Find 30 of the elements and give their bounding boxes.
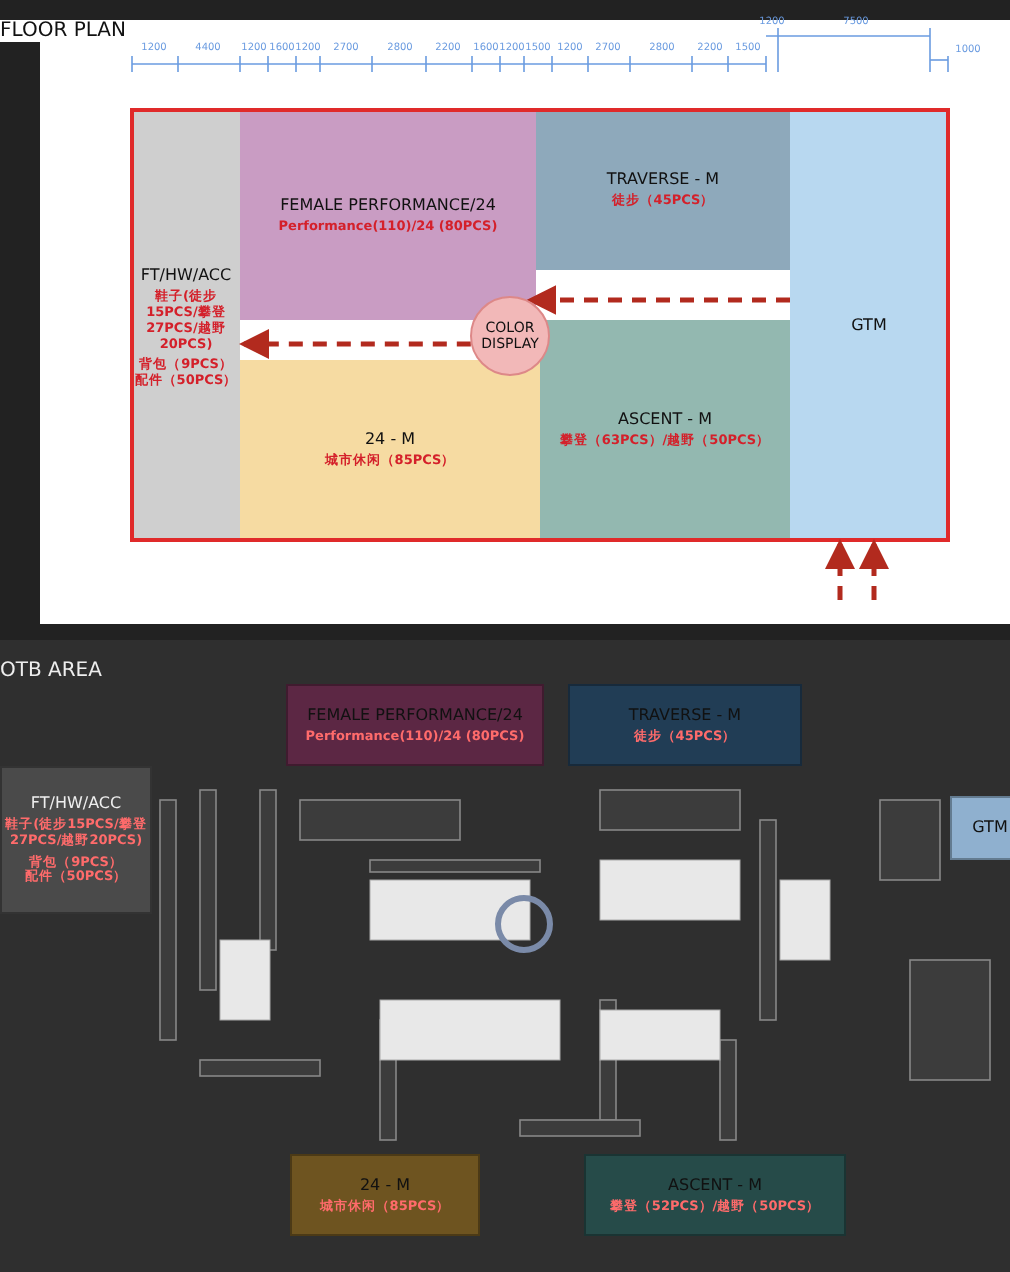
- zone-area: [132, 110, 240, 540]
- zone-title: ASCENT - M: [668, 1175, 762, 1194]
- zone-title: GTM: [972, 818, 1008, 838]
- zone-area: [240, 360, 540, 540]
- zone-sign: [568, 684, 802, 766]
- flow-arrow: [239, 329, 471, 359]
- zone-area: [240, 110, 536, 320]
- zone-title: FEMALE PERFORMANCE/24: [280, 195, 496, 214]
- zone-title: TRAVERSE - M: [628, 705, 742, 724]
- section-heading: OTB AREA: [0, 660, 102, 682]
- zone-area: [790, 110, 948, 540]
- zone-title: ASCENT - M: [618, 410, 712, 429]
- zone-title: FT/HW/ACC: [30, 793, 122, 812]
- zone-title: 24 - M: [364, 430, 416, 449]
- zone-title: FT/HW/ACC: [140, 266, 232, 285]
- zone-title: 24 - M: [359, 1175, 411, 1194]
- section-heading: FLOOR PLAN: [0, 20, 126, 42]
- zone-sign: [0, 766, 152, 914]
- zone-area: [536, 110, 790, 270]
- flow-arrow: [526, 285, 790, 315]
- flow-arrow: [825, 539, 855, 600]
- zone-title: GTM: [851, 315, 887, 335]
- flow-arrow: [859, 539, 889, 600]
- zone-area: [540, 320, 790, 540]
- zone-sign: [584, 1154, 846, 1236]
- zone-sign: [950, 796, 1010, 860]
- zone-title: TRAVERSE - M: [606, 170, 720, 189]
- zone-title: FEMALE PERFORMANCE/24: [307, 705, 523, 724]
- zone-sign: [290, 1154, 480, 1236]
- zone-sign: [286, 684, 544, 766]
